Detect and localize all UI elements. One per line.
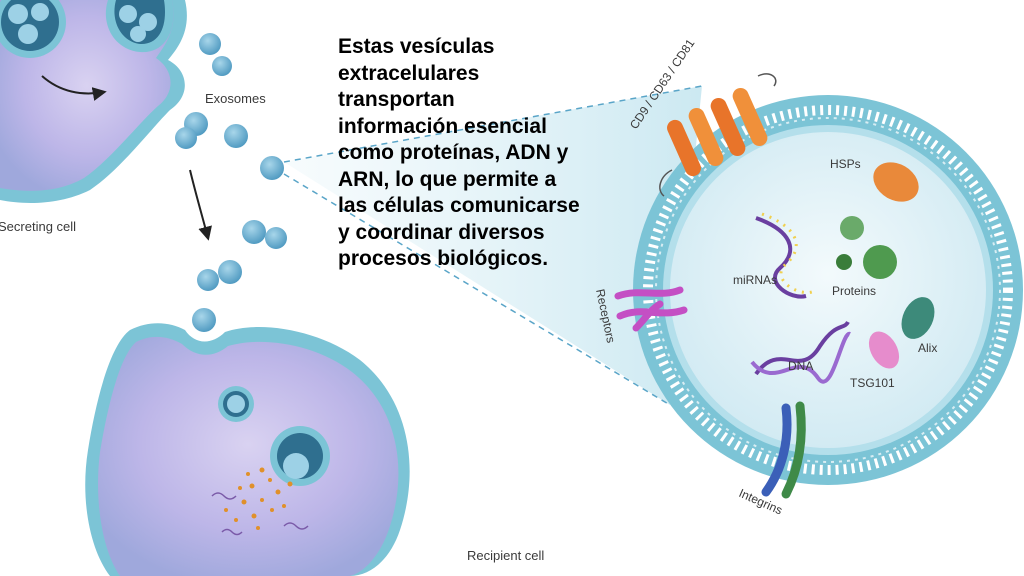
- label-dna: DNA: [788, 359, 813, 373]
- label-secreting-cell: Secreting cell: [0, 219, 76, 234]
- caption-text: Estas vesículas extracelulares transport…: [338, 34, 638, 273]
- endosome: [218, 386, 254, 422]
- label-tsg101: TSG101: [850, 376, 895, 390]
- label-hsps: HSPs: [830, 157, 861, 171]
- zoom-cone: [283, 85, 703, 406]
- label-integrins: Integrins: [737, 486, 785, 518]
- label-exosomes: Exosomes: [205, 91, 266, 106]
- integrin-proteins: [761, 401, 806, 499]
- fusing-vesicle: [105, 0, 174, 53]
- caption-line: ARN, lo que permite a: [338, 167, 557, 191]
- caption-line: extracelulares: [338, 61, 480, 85]
- lipid-bilayer: [643, 105, 1013, 475]
- released-exosomes: [175, 33, 287, 332]
- fusing-endosome: [270, 426, 330, 486]
- label-recipient-cell: Recipient cell: [467, 548, 544, 563]
- caption-line: transportan: [338, 88, 455, 111]
- caption-line: procesos biológicos.: [338, 247, 549, 270]
- label-alix: Alix: [918, 341, 937, 355]
- dna-helix: [750, 320, 852, 384]
- alix-protein: [901, 297, 935, 339]
- released-cargo: [224, 467, 293, 530]
- recipient-cell: [85, 323, 410, 576]
- tetraspanin-proteins: [659, 73, 777, 197]
- caption-line: y coordinar diversos: [338, 220, 545, 244]
- multivesicular-body: [0, 0, 66, 58]
- secretion-arrow: [41, 75, 107, 101]
- receptor-proteins: [614, 286, 688, 332]
- label-proteins: Proteins: [832, 284, 876, 298]
- label-mirnas: miRNAs: [733, 273, 777, 287]
- tsg101-protein: [868, 331, 900, 369]
- exosome-closeup: [633, 95, 1023, 485]
- hsp-protein: [873, 162, 919, 202]
- released-rna: [211, 492, 309, 536]
- protein-blobs: [836, 216, 897, 279]
- caption-line: las células comunicarse: [338, 194, 580, 217]
- caption-line: Estas vesículas: [338, 35, 495, 58]
- secreting-cell: [0, 0, 187, 203]
- transfer-arrow: [189, 169, 212, 241]
- caption-line: información esencial: [338, 114, 547, 138]
- mirna-strand: [755, 212, 813, 299]
- caption-line: como proteínas, ADN y: [338, 141, 569, 164]
